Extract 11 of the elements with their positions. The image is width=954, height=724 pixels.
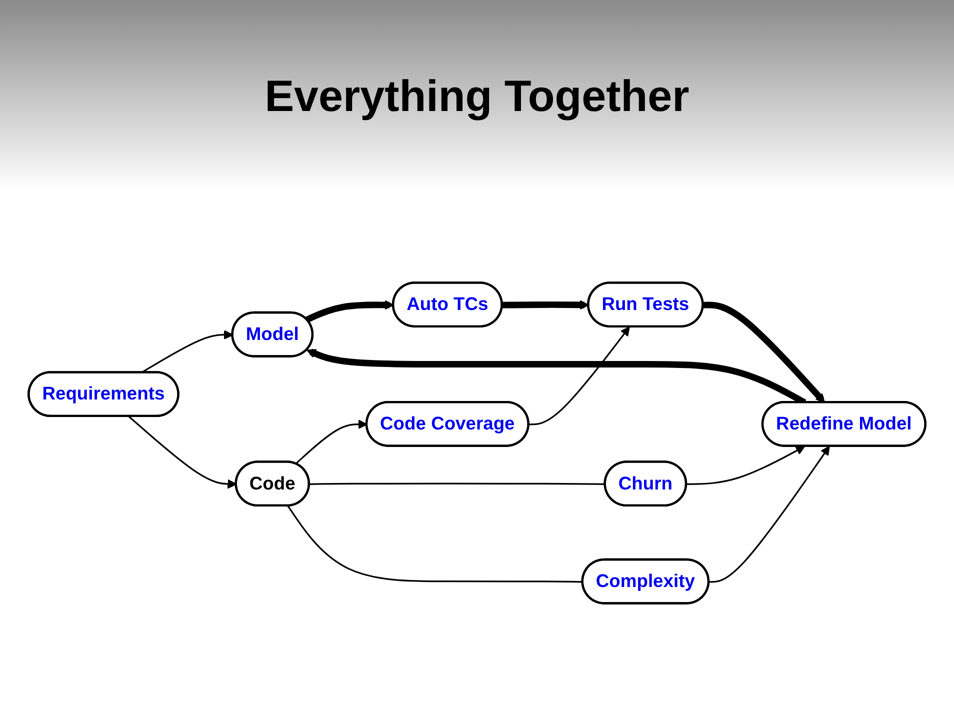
arrow [528, 326, 630, 425]
arrow [502, 300, 590, 310]
arrow [703, 301, 826, 403]
arrow [128, 415, 237, 488]
arrow [306, 300, 394, 322]
arrow [709, 445, 830, 582]
connector [287, 505, 583, 582]
arrow [295, 419, 368, 464]
slide-title: Everything Together [264, 71, 690, 123]
arrow [686, 445, 806, 484]
connector [309, 482, 606, 484]
